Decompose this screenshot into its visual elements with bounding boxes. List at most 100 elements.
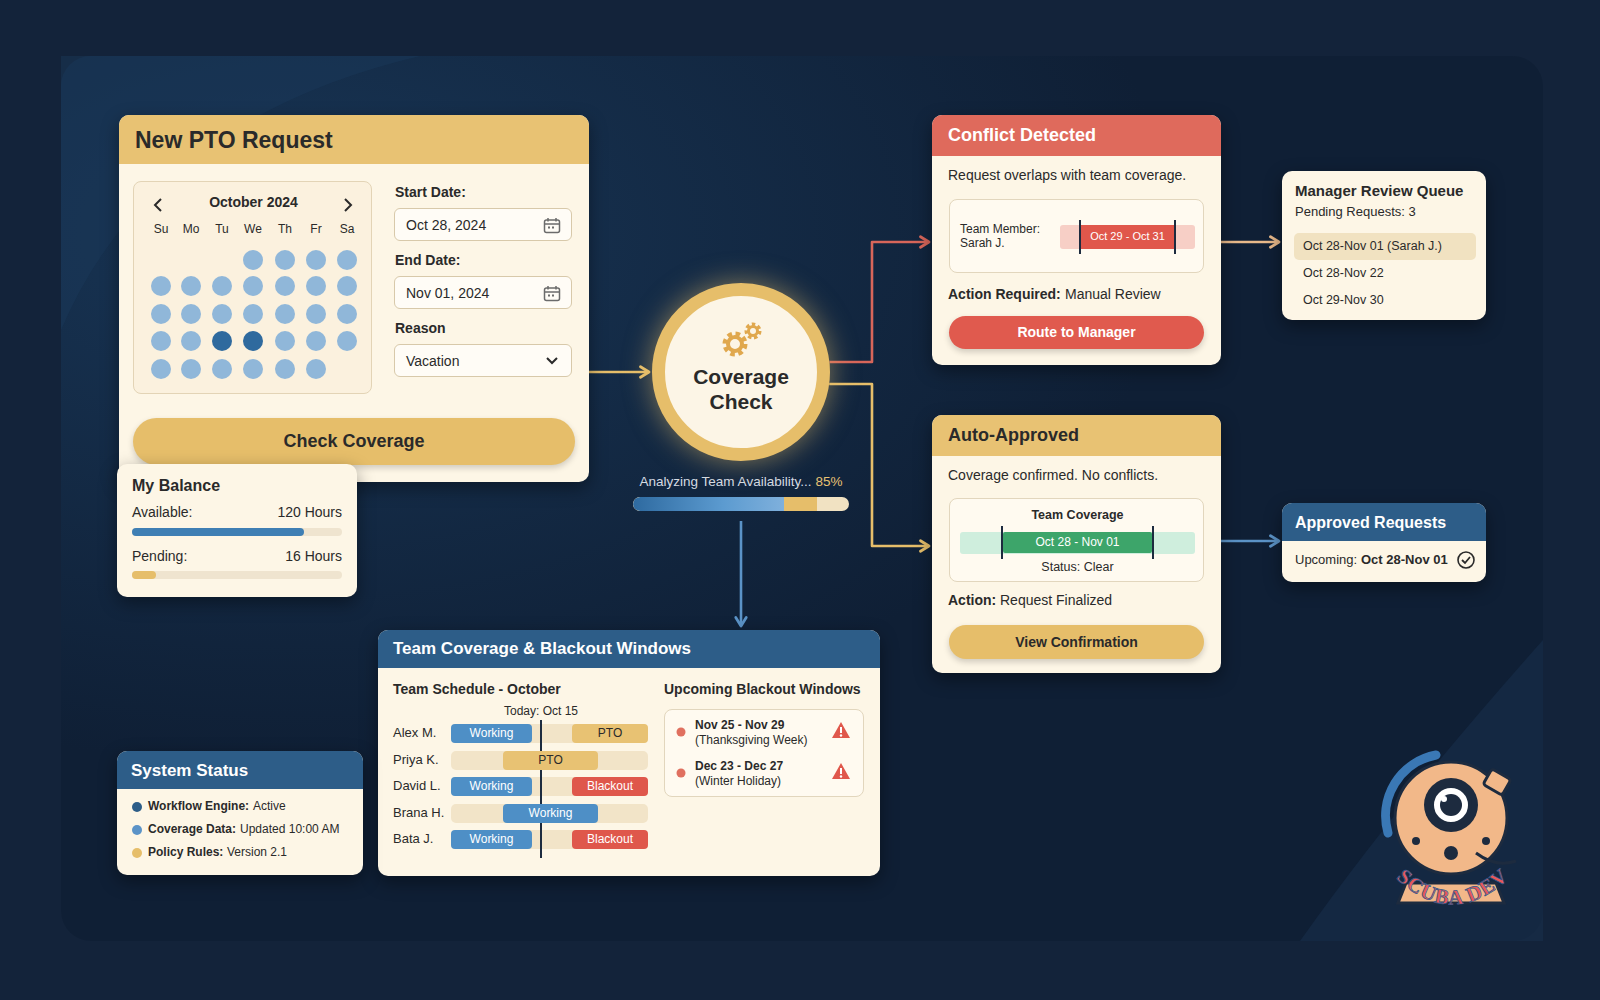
date-input: Start Date:Oct 28, 2024 <box>394 208 572 241</box>
coverage-bar: Oct 28 - Nov 01 <box>1003 532 1152 553</box>
node-text: Working <box>503 806 598 820</box>
card-title: Auto-Approved <box>948 425 1079 447</box>
connector <box>736 521 746 626</box>
node-text: Manual Review <box>1065 286 1161 303</box>
node-text: End Date: <box>395 252 460 269</box>
coverage-box: Team Member: Sarah J. Oct 29 - Oct 31 <box>949 199 1204 273</box>
node-text: My Balance <box>132 476 220 495</box>
progress-caption: Analyzing Team Availability...85% <box>603 474 879 489</box>
pto-bar: PTO <box>503 751 598 770</box>
button: View Confirmation <box>949 625 1204 659</box>
node-text: Dec 23 - Dec 27 <box>695 759 783 773</box>
node-text: Workflow Engine: <box>148 799 249 813</box>
node-text: Route to Manager <box>949 324 1204 341</box>
node-text: Team Coverage <box>950 508 1205 523</box>
node-text: Oct 29 - Oct 31 <box>1080 230 1175 243</box>
porthole <box>1432 786 1470 824</box>
node-text: Upcoming Blackout Windows <box>664 681 861 698</box>
node-text: Policy Rules: <box>148 845 223 859</box>
marker <box>1079 220 1081 254</box>
helmet-valve <box>1483 769 1511 796</box>
process-circle: Coverage Check <box>652 283 830 461</box>
connector-line <box>589 371 649 374</box>
working-bar: Working <box>451 724 532 743</box>
node-text: Tu <box>210 222 234 236</box>
node-text: Working <box>451 726 532 740</box>
marker <box>1174 220 1176 254</box>
gears-icon <box>713 318 773 362</box>
check-icon <box>1456 550 1476 570</box>
node-text: October 2024 <box>134 194 373 211</box>
date-input: End Date:Nov 01, 2024 <box>394 276 572 309</box>
conflict-card: Conflict DetectedRequest overlaps with t… <box>932 115 1221 365</box>
node-text: PTO <box>503 753 598 767</box>
select-input: ReasonVacation <box>394 344 572 377</box>
node-text: Request Finalized <box>1000 592 1112 609</box>
node-text: Vacation <box>406 353 459 370</box>
node-text: Working <box>451 832 532 846</box>
balance-fill <box>132 571 156 579</box>
node-text: David L. <box>393 778 441 794</box>
balance-track <box>132 571 342 579</box>
node-text: Mo <box>179 222 203 236</box>
arrowhead <box>736 617 746 626</box>
calendar-icon <box>543 217 561 234</box>
node-text: Start Date: <box>395 184 466 201</box>
node-text: Today: Oct 15 <box>486 704 596 718</box>
node-text: Su <box>149 222 173 236</box>
connector <box>829 384 929 551</box>
node-text: Updated 10:00 AM <box>240 822 339 836</box>
connector <box>589 367 649 377</box>
connector-line <box>1221 241 1279 244</box>
arrowhead <box>1270 237 1279 247</box>
node-text: Pending Requests: 3 <box>1295 204 1416 220</box>
node-text: Action Required: <box>948 286 1061 303</box>
calendar: October 2024SuMoTuWeThFrSa <box>133 181 372 394</box>
button: Route to Manager <box>949 316 1204 349</box>
node-text: Version 2.1 <box>227 845 287 859</box>
node-text: Request overlaps with team coverage. <box>948 167 1186 184</box>
node-text: Upcoming: <box>1295 552 1357 568</box>
porthole-glass <box>1440 794 1462 816</box>
connector <box>829 237 929 362</box>
card-title: Approved Requests <box>1295 513 1446 532</box>
connector-line <box>829 384 929 546</box>
node-text: Check Coverage <box>133 431 575 453</box>
connector <box>1221 237 1279 247</box>
schedule-panel: Team Coverage & Blackout WindowsTeam Sch… <box>378 630 880 876</box>
connector-line <box>829 242 929 362</box>
arrowhead <box>640 367 649 377</box>
card-title: Team Coverage & Blackout Windows <box>393 639 691 659</box>
connector-line <box>1221 540 1279 543</box>
queue-item: Oct 28-Nov 01 (Sarah J.) <box>1294 233 1476 260</box>
status-card: System StatusWorkflow Engine:ActiveCover… <box>117 751 363 875</box>
conflict-bar: Oct 29 - Oct 31 <box>1060 225 1195 249</box>
node-text: Available: <box>132 504 192 521</box>
progress-text: Analyzing Team Availability... <box>640 474 812 489</box>
marker <box>1152 526 1154 559</box>
logo: SCUBA DEV <box>1366 733 1536 933</box>
node-text: Action: <box>948 592 996 609</box>
svg-text:SCUBA DEV: SCUBA DEV <box>1393 863 1514 909</box>
working-bar: Working <box>503 804 598 823</box>
porthole-ring <box>1424 778 1478 832</box>
node-text: Fr <box>304 222 328 236</box>
node-text: Oct 29-Nov 30 <box>1303 293 1384 308</box>
node-text: Team Member: Sarah J. <box>960 222 1056 251</box>
node-text: Blackout <box>572 779 648 793</box>
blackout-bar: Blackout <box>572 830 648 849</box>
calendar-grid <box>134 182 373 395</box>
node-text: Manager Review Queue <box>1295 182 1463 200</box>
node-text: Bata J. <box>393 831 433 847</box>
node-text: View Confirmation <box>949 634 1204 651</box>
node-text: Oct 28 - Nov 01 <box>1003 535 1152 549</box>
approved-list: Approved RequestsUpcoming:Oct 28-Nov 01 <box>1282 503 1486 582</box>
progress-fill <box>633 497 784 511</box>
node-text: We <box>241 222 265 236</box>
node-text: Blackout <box>572 832 648 846</box>
calendar-icon <box>543 285 561 302</box>
node-text: 120 Hours <box>277 504 342 521</box>
hose <box>1476 853 1516 863</box>
bolt <box>1444 846 1458 860</box>
node-text: Priya K. <box>393 752 439 768</box>
